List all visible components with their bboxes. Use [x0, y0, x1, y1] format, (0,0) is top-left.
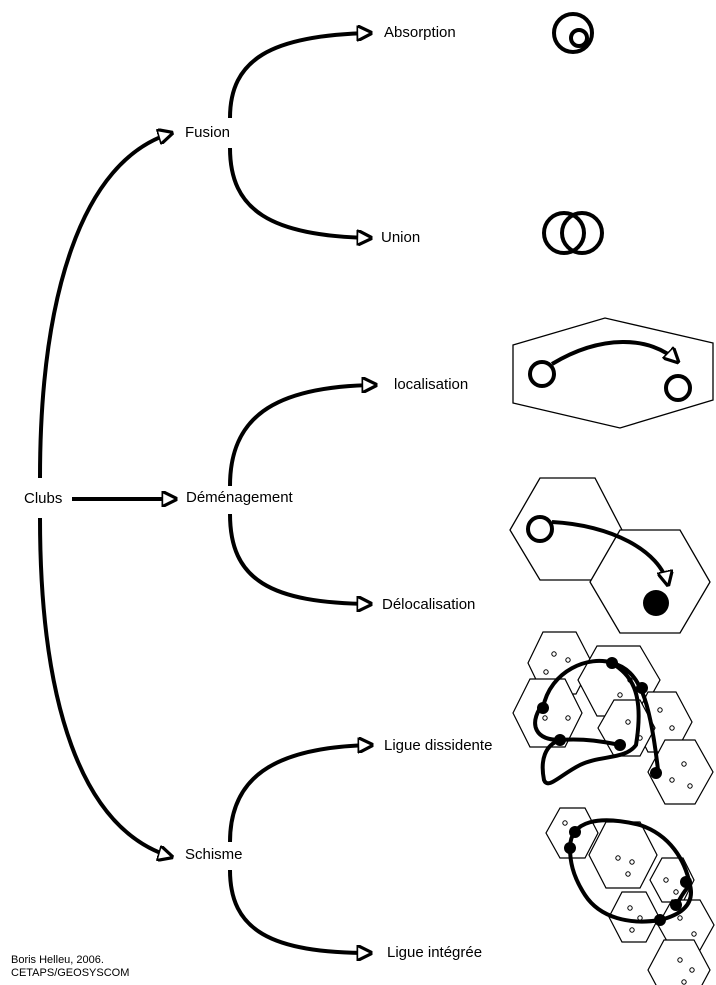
connector-demenagement-delocalisation: [228, 513, 371, 604]
branch-label-schisme: Schisme: [185, 846, 243, 863]
ligue-integree-icon: [545, 807, 715, 985]
connector-clubs-fusion: [38, 133, 172, 479]
union-icon: [542, 211, 604, 255]
leaf-label-delocalisation: Délocalisation: [382, 596, 476, 613]
credit-author: Boris Helleu, 2006.: [11, 954, 104, 966]
connector-schisme-dissidente: [228, 745, 372, 843]
branch-label-demenagement: Déménagement: [186, 489, 293, 506]
leaf-label-absorption: Absorption: [384, 24, 456, 41]
ligue-dissidente-icon: [512, 631, 714, 805]
root-label-clubs: Clubs: [24, 490, 63, 507]
localisation-icon: [512, 317, 714, 429]
branch-label-fusion: Fusion: [185, 124, 231, 141]
leaf-label-ligue-dissidente: Ligue dissidente: [384, 737, 493, 754]
leaf-label-localisation: localisation: [394, 376, 469, 393]
leaf-label-ligue-integree: Ligue intégrée: [387, 944, 483, 961]
connector-fusion-absorption: [228, 33, 371, 119]
connector-clubs-schisme: [38, 517, 172, 857]
connector-schisme-integree: [228, 869, 371, 953]
connector-fusion-union: [228, 147, 371, 238]
tree-connectors: [38, 33, 376, 953]
credit-org: CETAPS/GEOSYSCOM: [11, 967, 130, 979]
leaf-label-union: Union: [381, 229, 421, 246]
absorption-icon: [552, 12, 594, 54]
connector-demenagement-localisation: [228, 385, 376, 487]
delocalisation-icon: [509, 477, 711, 634]
